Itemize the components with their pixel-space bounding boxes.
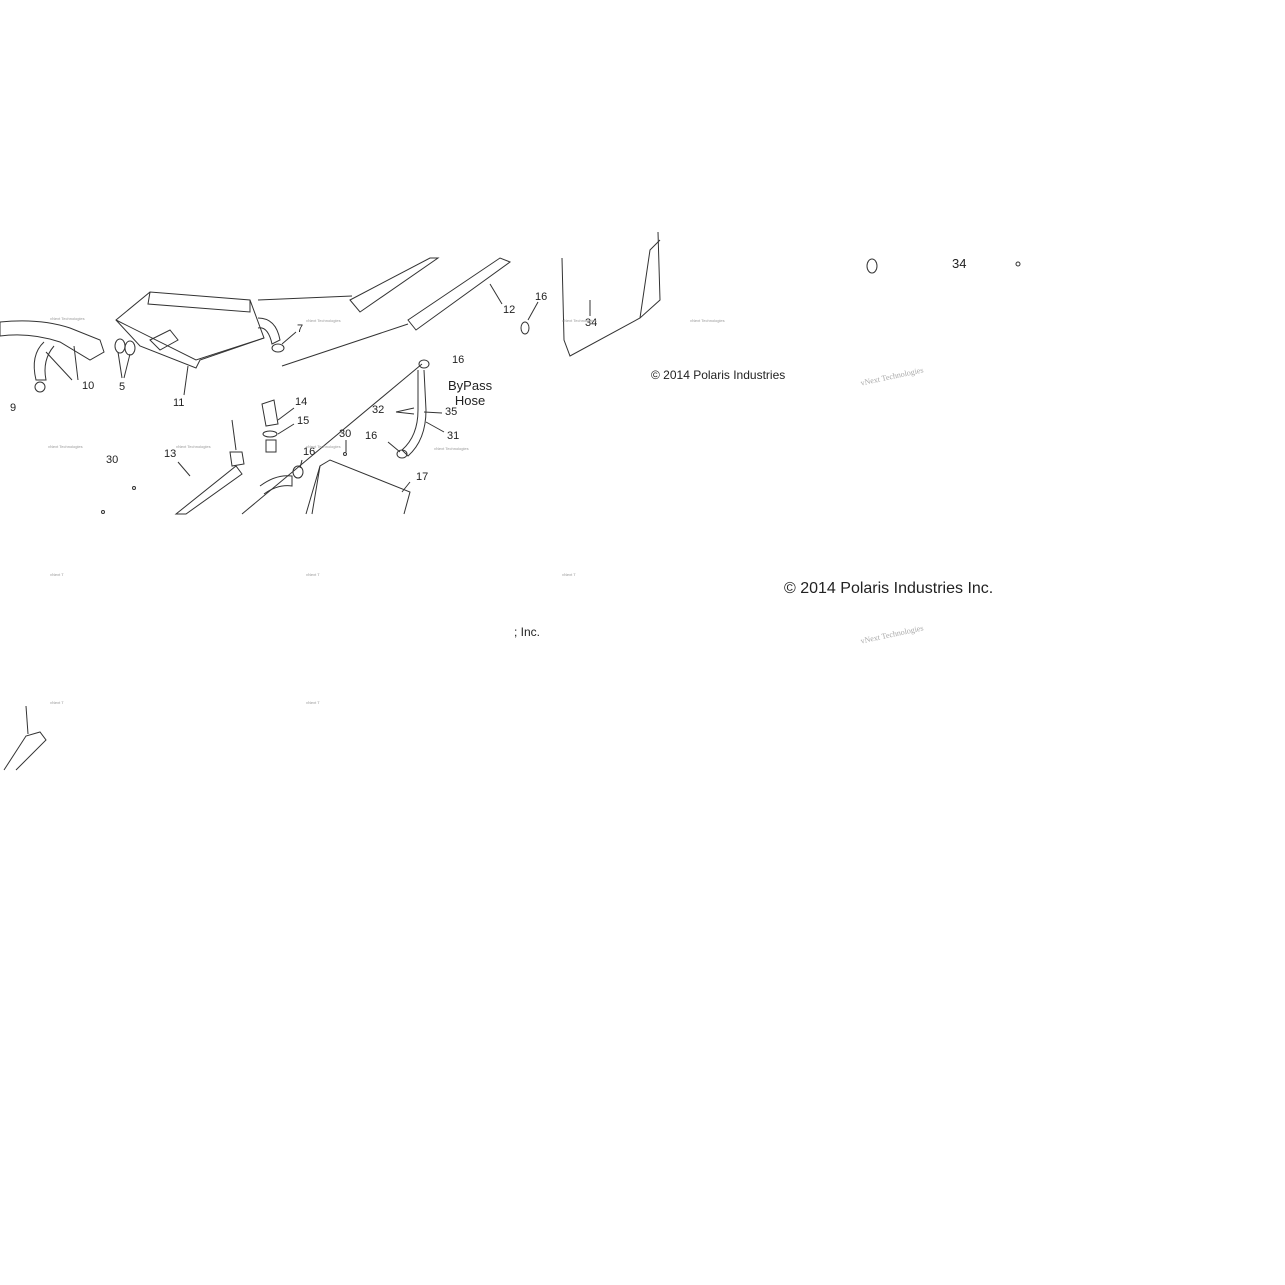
watermark-fragment: vNext T <box>306 572 320 577</box>
callout-34-top: 34 <box>952 256 967 271</box>
watermark: vNext Technologies <box>306 318 341 323</box>
callout-17: 17 <box>416 471 429 483</box>
callout-9: 9 <box>10 402 17 414</box>
clamp-34-top <box>866 258 878 274</box>
callout-15: 15 <box>297 415 310 427</box>
clamp-5a <box>114 338 126 354</box>
callout-31: 31 <box>447 430 460 442</box>
callout-16-c: 16 <box>365 430 378 442</box>
watermark: vNext Technologies <box>434 446 469 451</box>
radiator-lower <box>305 459 411 515</box>
callout-16-d: 16 <box>303 446 316 458</box>
clamp-16a <box>520 321 530 335</box>
callout-5: 5 <box>119 381 126 393</box>
callout-10: 10 <box>82 380 95 392</box>
callout-7: 7 <box>297 323 304 335</box>
callout-13: 13 <box>164 448 177 460</box>
watermark-fragment: vNext T <box>50 700 64 705</box>
callout-34-b: 34 <box>585 317 598 329</box>
shroud-11 <box>115 291 265 369</box>
watermark-fragment: vNext T <box>306 700 320 705</box>
watermark-fragment: vNext T <box>50 572 64 577</box>
rail-12-upper <box>349 257 440 313</box>
callout-14: 14 <box>295 396 308 408</box>
rail-12-lower <box>407 257 512 331</box>
watermark-fragment: vNext T <box>562 572 576 577</box>
clamp-16b <box>418 359 430 369</box>
seal-15 <box>262 430 278 438</box>
clamp-9 <box>34 381 46 393</box>
copyright-large: © 2014 Polaris Industries Inc. <box>784 580 994 597</box>
watermark: vNext Technologies <box>48 444 83 449</box>
callout-30-b: 30 <box>106 454 119 466</box>
bypass-hose-31 <box>401 369 427 457</box>
bypass-line1: ByPass <box>448 378 493 393</box>
callout-12: 12 <box>503 304 516 316</box>
clamp-5b <box>124 340 136 356</box>
thermostat-14 <box>261 399 279 427</box>
copyright-small: © 2014 Polaris Industries <box>651 368 786 382</box>
bypass-hose-label: ByPass Hose <box>448 378 492 408</box>
callout-16-a: 16 <box>535 291 548 303</box>
watermark: vNext Technologies <box>562 318 597 323</box>
rail-fragment <box>3 731 47 771</box>
callout-35: 35 <box>445 406 458 418</box>
watermark: vNext Technologies <box>176 444 211 449</box>
radiator-top <box>561 231 661 357</box>
callout-16-b: 16 <box>452 354 465 366</box>
rail-13 <box>174 465 243 515</box>
hose-10 <box>0 320 105 361</box>
watermark: vNext Technologies <box>690 318 725 323</box>
hose-10-bend <box>33 341 55 381</box>
bypass-line2: Hose <box>454 393 486 408</box>
copyright-fragment: ; Inc. <box>514 625 541 639</box>
hose-7 <box>257 317 281 345</box>
watermark: vNext Technologies <box>306 444 341 449</box>
watermark: vNext Technologies <box>50 316 85 321</box>
clamp-16c <box>396 449 408 459</box>
callout-11: 11 <box>173 397 185 409</box>
callout-32: 32 <box>372 404 385 416</box>
callout-30-a: 30 <box>339 428 352 440</box>
